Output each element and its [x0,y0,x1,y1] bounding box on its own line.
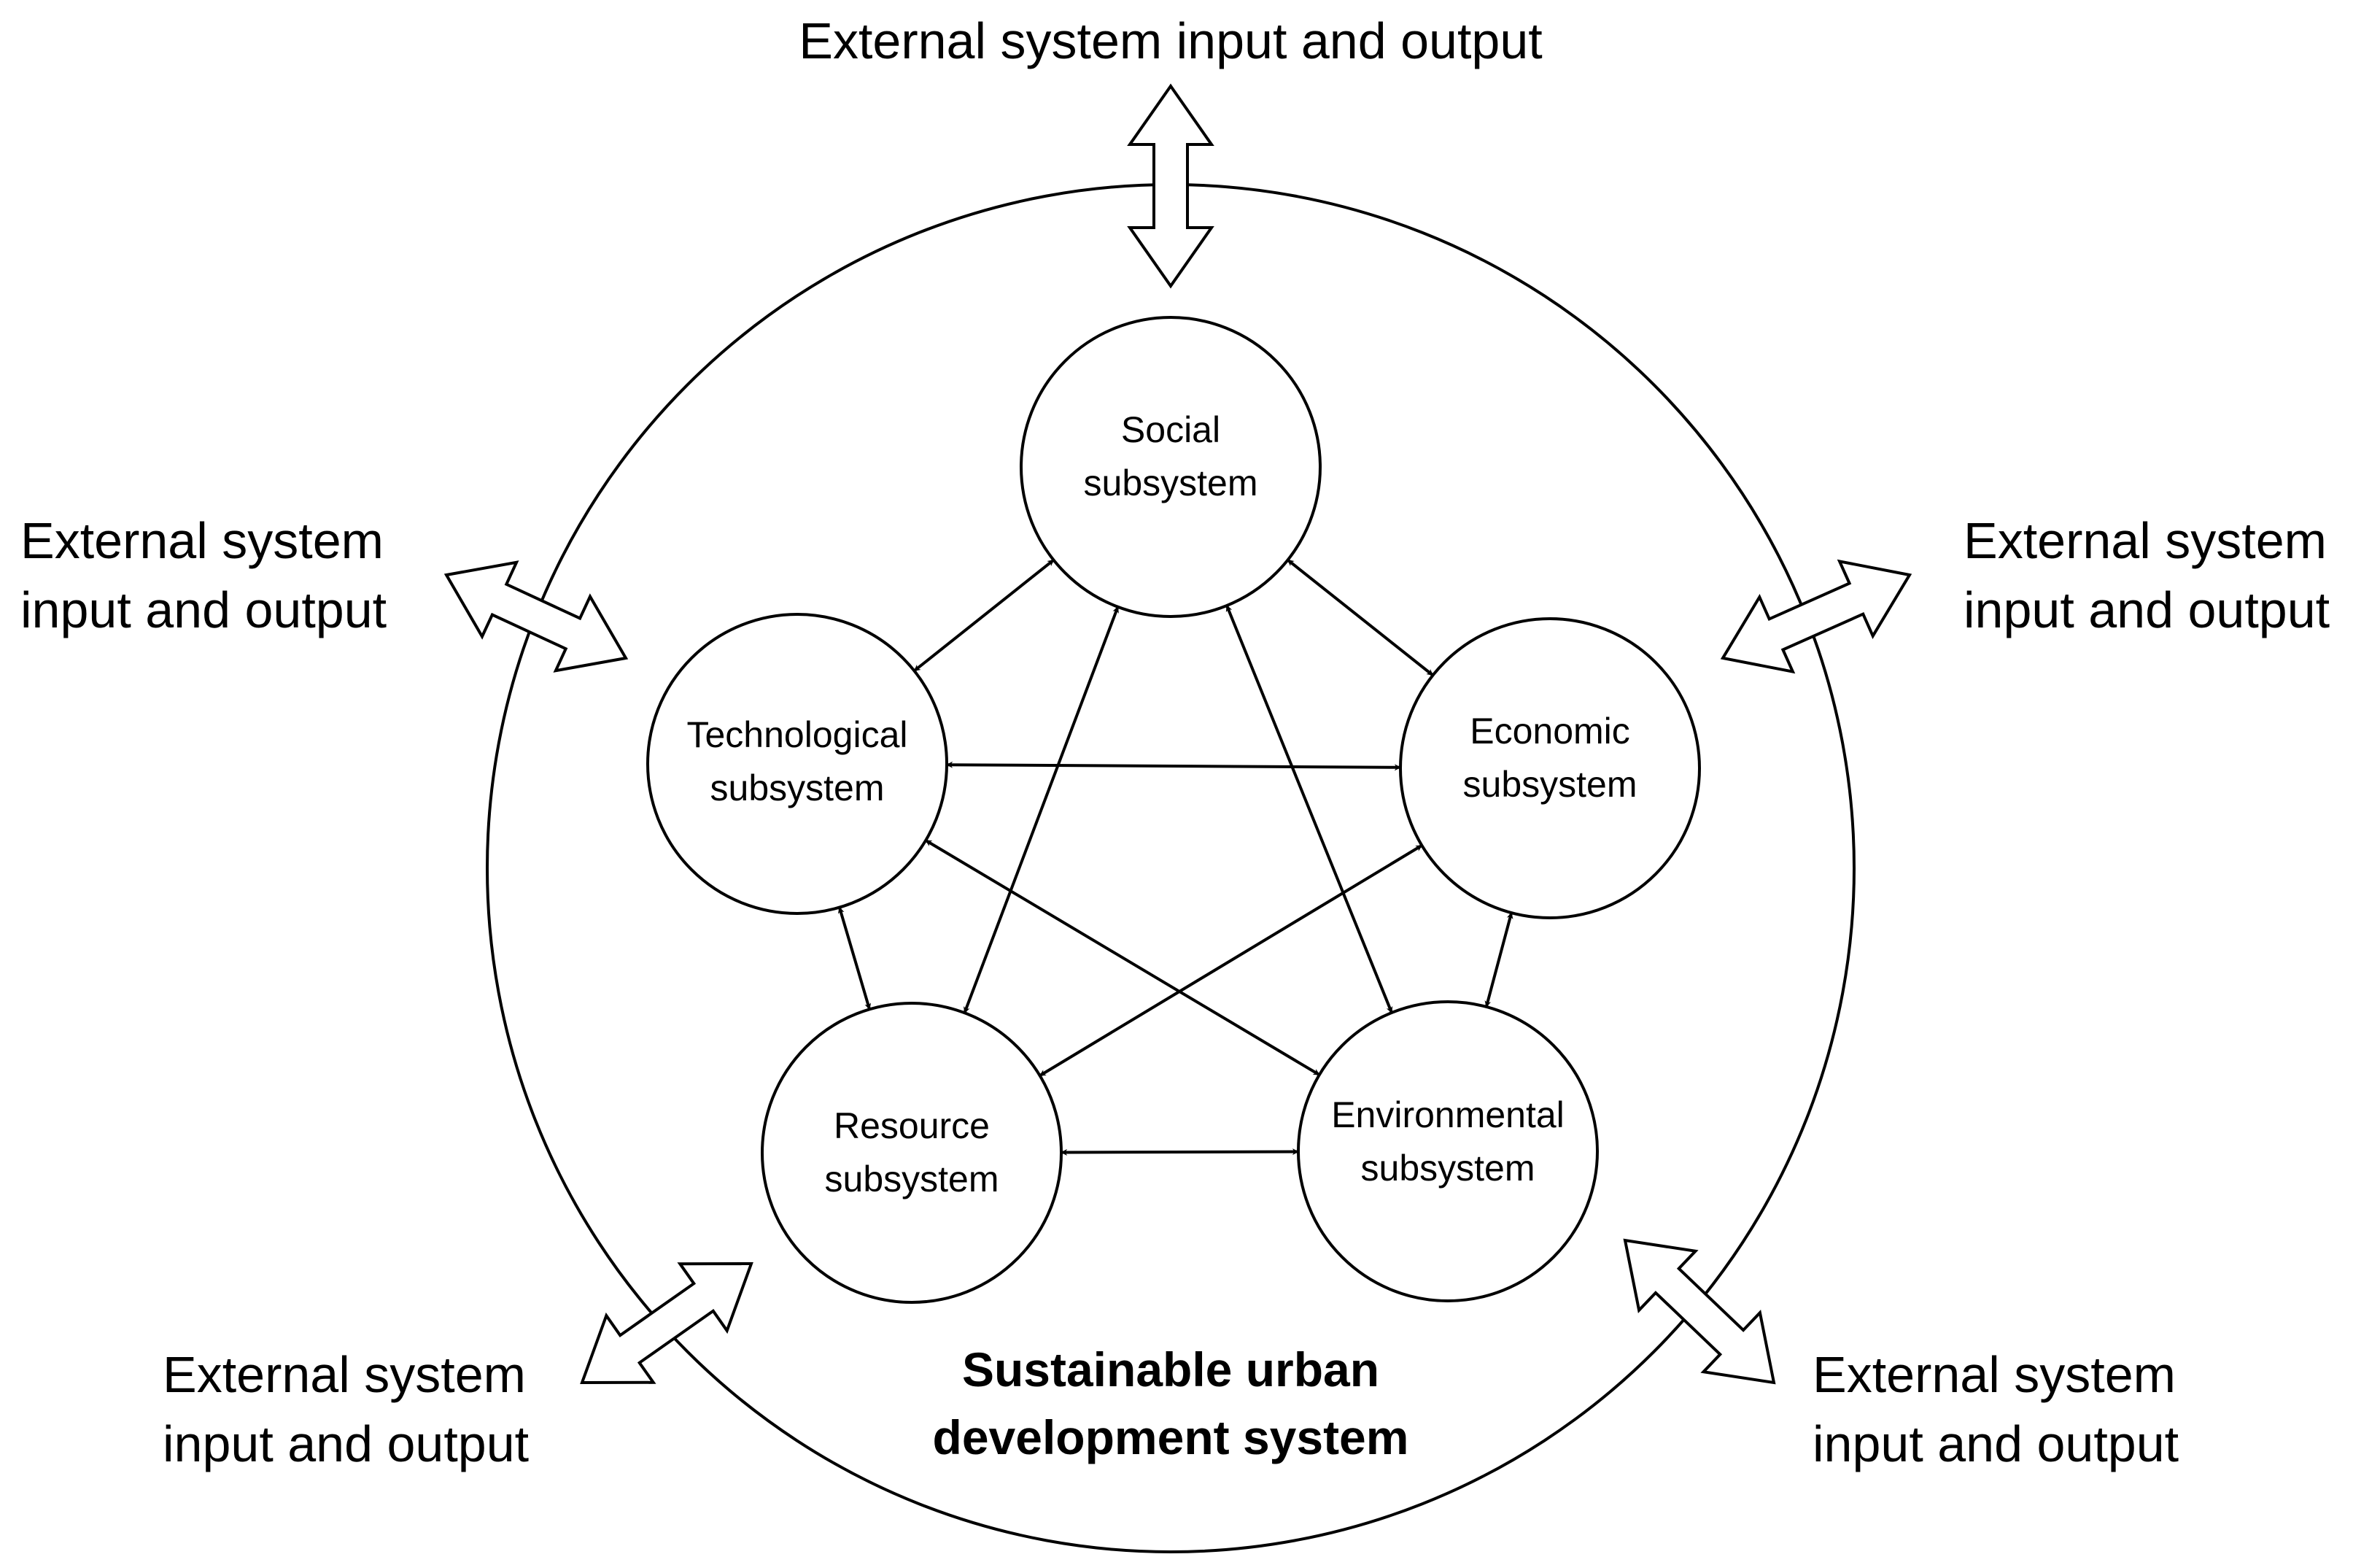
technological-label-line2: subsystem [710,768,885,808]
technological-subsystem-circle [646,613,948,915]
external-arrow-bottom-right [1623,1238,1776,1385]
economic-subsystem-circle [1399,617,1701,919]
external-label-bottom-right-line1: External system [1813,1346,2176,1403]
connection-economic-technological [946,761,1401,771]
connection-technological-resource [837,906,872,1011]
external-label-bottom-left-line2: input and output [163,1415,529,1472]
connection-technological-environmental [925,839,1320,1076]
node-social: Social subsystem [1020,316,1322,618]
resource-subsystem-circle [761,1002,1063,1304]
economic-label-line1: Economic [1470,711,1630,751]
connection-social-resource [963,606,1120,1014]
economic-label-line2: subsystem [1463,764,1637,805]
environmental-label-line1: Environmental [1331,1094,1565,1135]
external-label-right-line2: input and output [1964,581,2330,638]
external-label-top: External system input and output [799,12,1542,69]
external-label-bottom-right-line2: input and output [1813,1415,2179,1472]
external-arrows [443,83,1912,1385]
system-title-line2: development system [933,1410,1409,1464]
social-label-line2: subsystem [1084,463,1258,503]
external-arrow-bottom-left [580,1261,753,1385]
node-economic: Economic subsystem [1399,617,1701,919]
subsystem-connections [837,558,1513,1156]
connection-economic-environmental [1484,912,1513,1008]
node-resource: Resource subsystem [761,1002,1063,1304]
resource-label-line1: Resource [834,1105,990,1146]
external-label-bottom-left-line1: External system [163,1346,526,1403]
environmental-label-line2: subsystem [1361,1148,1535,1189]
environmental-subsystem-circle [1297,1000,1599,1302]
external-label-right-line1: External system [1964,512,2327,569]
technological-label-line1: Technological [687,714,908,755]
external-label-left-line2: input and output [20,581,387,638]
connection-social-economic [1287,558,1434,677]
resource-label-line2: subsystem [825,1159,999,1199]
system-title-line1: Sustainable urban [962,1342,1379,1396]
connection-resource-environmental [1061,1148,1299,1156]
connection-social-environmental [1225,605,1393,1013]
external-label-left-line1: External system [20,512,384,569]
social-label-line1: Social [1121,409,1220,450]
external-arrow-right [1720,559,1912,674]
social-subsystem-circle [1020,316,1322,618]
external-arrow-top [1127,83,1214,289]
connection-social-technological [913,558,1055,673]
external-arrow-left [443,560,629,673]
node-technological: Technological subsystem [646,613,948,915]
node-environmental: Environmental subsystem [1297,1000,1599,1302]
